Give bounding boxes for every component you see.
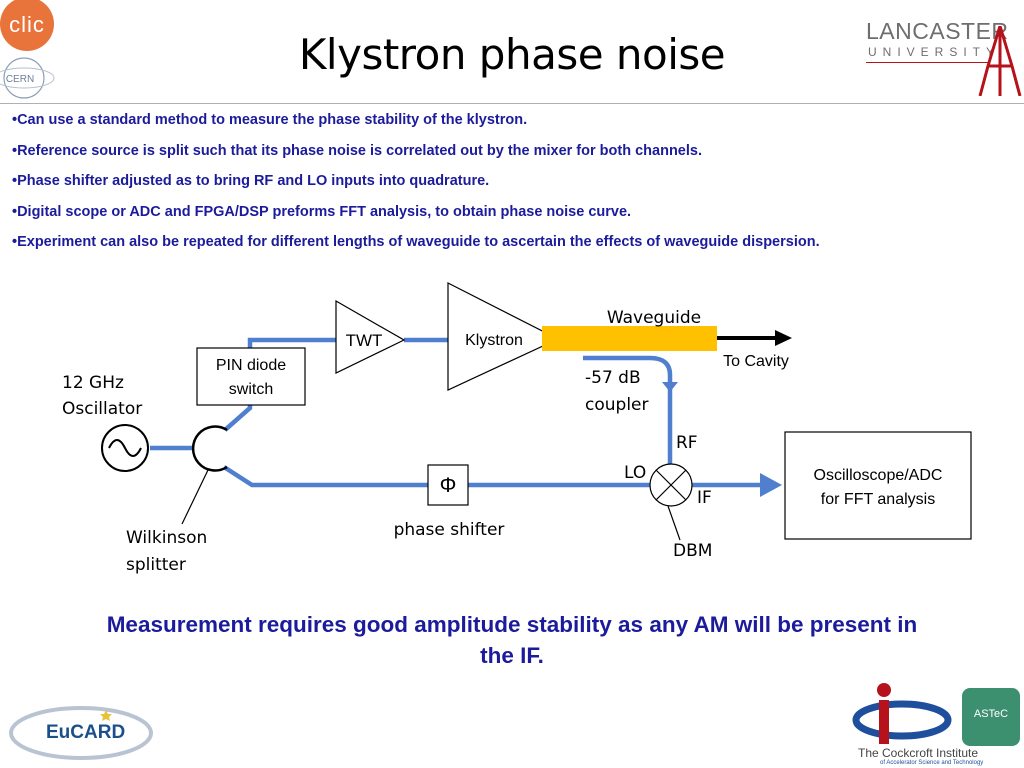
clic-logo-circle bbox=[0, 0, 54, 51]
conclusion-text: Measurement requires good amplitude stab… bbox=[106, 612, 918, 668]
lancaster-underline bbox=[866, 62, 990, 63]
cockcroft-emblem-icon bbox=[852, 683, 952, 744]
coupler-label-1: -57 dB bbox=[585, 368, 641, 388]
bullet-item: Experiment can also be repeated for diff… bbox=[12, 233, 1017, 252]
twt-label: TWT bbox=[346, 331, 383, 350]
oscilloscope-box bbox=[784, 431, 972, 540]
pin-switch-box bbox=[196, 347, 306, 406]
coupler-arc-line bbox=[583, 355, 673, 384]
sine-wave-icon bbox=[108, 439, 142, 457]
cockcroft-logo: ASTeC The Cockcroft Institute of Acceler… bbox=[852, 682, 1024, 768]
astec-text: ASTeC bbox=[973, 708, 1009, 720]
to-cavity-label: To Cavity bbox=[723, 353, 789, 370]
splitter-to-phase-line bbox=[222, 465, 428, 488]
eucard-swoosh-icon bbox=[9, 706, 153, 760]
oscillator bbox=[101, 424, 149, 472]
eucard-text: EuCARD bbox=[46, 722, 126, 743]
clic-logo: CLIC CERN bbox=[0, 0, 55, 99]
cockcroft-subtitle: of Accelerator Science and Technology bbox=[880, 760, 984, 766]
klystron-amplifier-icon bbox=[447, 282, 560, 391]
splitter-label-1: Wilkinson bbox=[126, 528, 207, 548]
lancaster-logo: LANCASTER UNIVERSITY bbox=[862, 18, 1022, 98]
clic-logo-text: CLIC bbox=[9, 12, 45, 37]
cern-logo-orbit bbox=[0, 67, 55, 89]
waveguide-bar bbox=[542, 326, 717, 351]
dbm-pointer bbox=[667, 505, 681, 541]
oscilloscope-label-2: for FFT analysis bbox=[821, 491, 935, 508]
pin-switch-label-1: PIN diode bbox=[216, 357, 286, 374]
bullet-item: Digital scope or ADC and FPGA/DSP prefor… bbox=[12, 203, 1017, 222]
title-divider bbox=[0, 103, 1024, 104]
oscillator-label-2: Oscillator bbox=[62, 399, 142, 419]
phase-shifter-box bbox=[427, 464, 469, 506]
lancaster-name: LANCASTER bbox=[866, 18, 1009, 44]
signal-lines bbox=[150, 337, 762, 488]
lo-label: LO bbox=[624, 463, 646, 483]
bullet-item: Can use a standard method to measure the… bbox=[12, 111, 1017, 130]
block-diagram: 12 GHz Oscillator Wilkinson splitter PIN… bbox=[62, 282, 972, 575]
splitter-pointer bbox=[181, 469, 209, 525]
dbm-label: DBM bbox=[673, 541, 712, 561]
coupler-label-2: coupler bbox=[585, 395, 648, 415]
mixer-dbm bbox=[649, 463, 693, 507]
phase-shifter-label: phase shifter bbox=[394, 520, 505, 540]
bullet-list: Can use a standard method to measure the… bbox=[12, 111, 1017, 264]
coupler-arrowhead bbox=[662, 382, 678, 392]
lancaster-university: UNIVERSITY bbox=[868, 45, 1001, 59]
bullet-item: Phase shifter adjusted as to bring RF an… bbox=[12, 172, 1017, 191]
splitter-label-2: splitter bbox=[126, 555, 186, 575]
waveguide-label: Waveguide bbox=[607, 308, 701, 328]
lancaster-emblem-icon bbox=[978, 26, 1022, 96]
bullet-item: Reference source is split such that its … bbox=[12, 142, 1017, 161]
page-title: Klystron phase noise bbox=[298, 30, 726, 79]
wilkinson-splitter-icon bbox=[191, 425, 228, 472]
to-cavity-arrowhead bbox=[775, 330, 792, 346]
rf-label: RF bbox=[676, 433, 698, 453]
cockcroft-name: The Cockcroft Institute bbox=[858, 746, 979, 760]
if-label: IF bbox=[697, 488, 712, 508]
pin-switch-label-2: switch bbox=[229, 381, 273, 398]
cern-logo-ring bbox=[3, 57, 45, 99]
oscillator-label-1: 12 GHz bbox=[62, 373, 124, 393]
oscilloscope-label-1: Oscilloscope/ADC bbox=[814, 467, 943, 484]
phase-symbol: Φ bbox=[440, 474, 457, 497]
klystron-label: Klystron bbox=[465, 332, 523, 349]
astec-badge: ASTeC bbox=[962, 688, 1020, 746]
if-arrowhead bbox=[760, 473, 782, 497]
cern-logo-text: CERN bbox=[6, 74, 34, 85]
eucard-logo: EuCARD bbox=[6, 698, 156, 764]
twt-amplifier-icon bbox=[335, 299, 406, 374]
